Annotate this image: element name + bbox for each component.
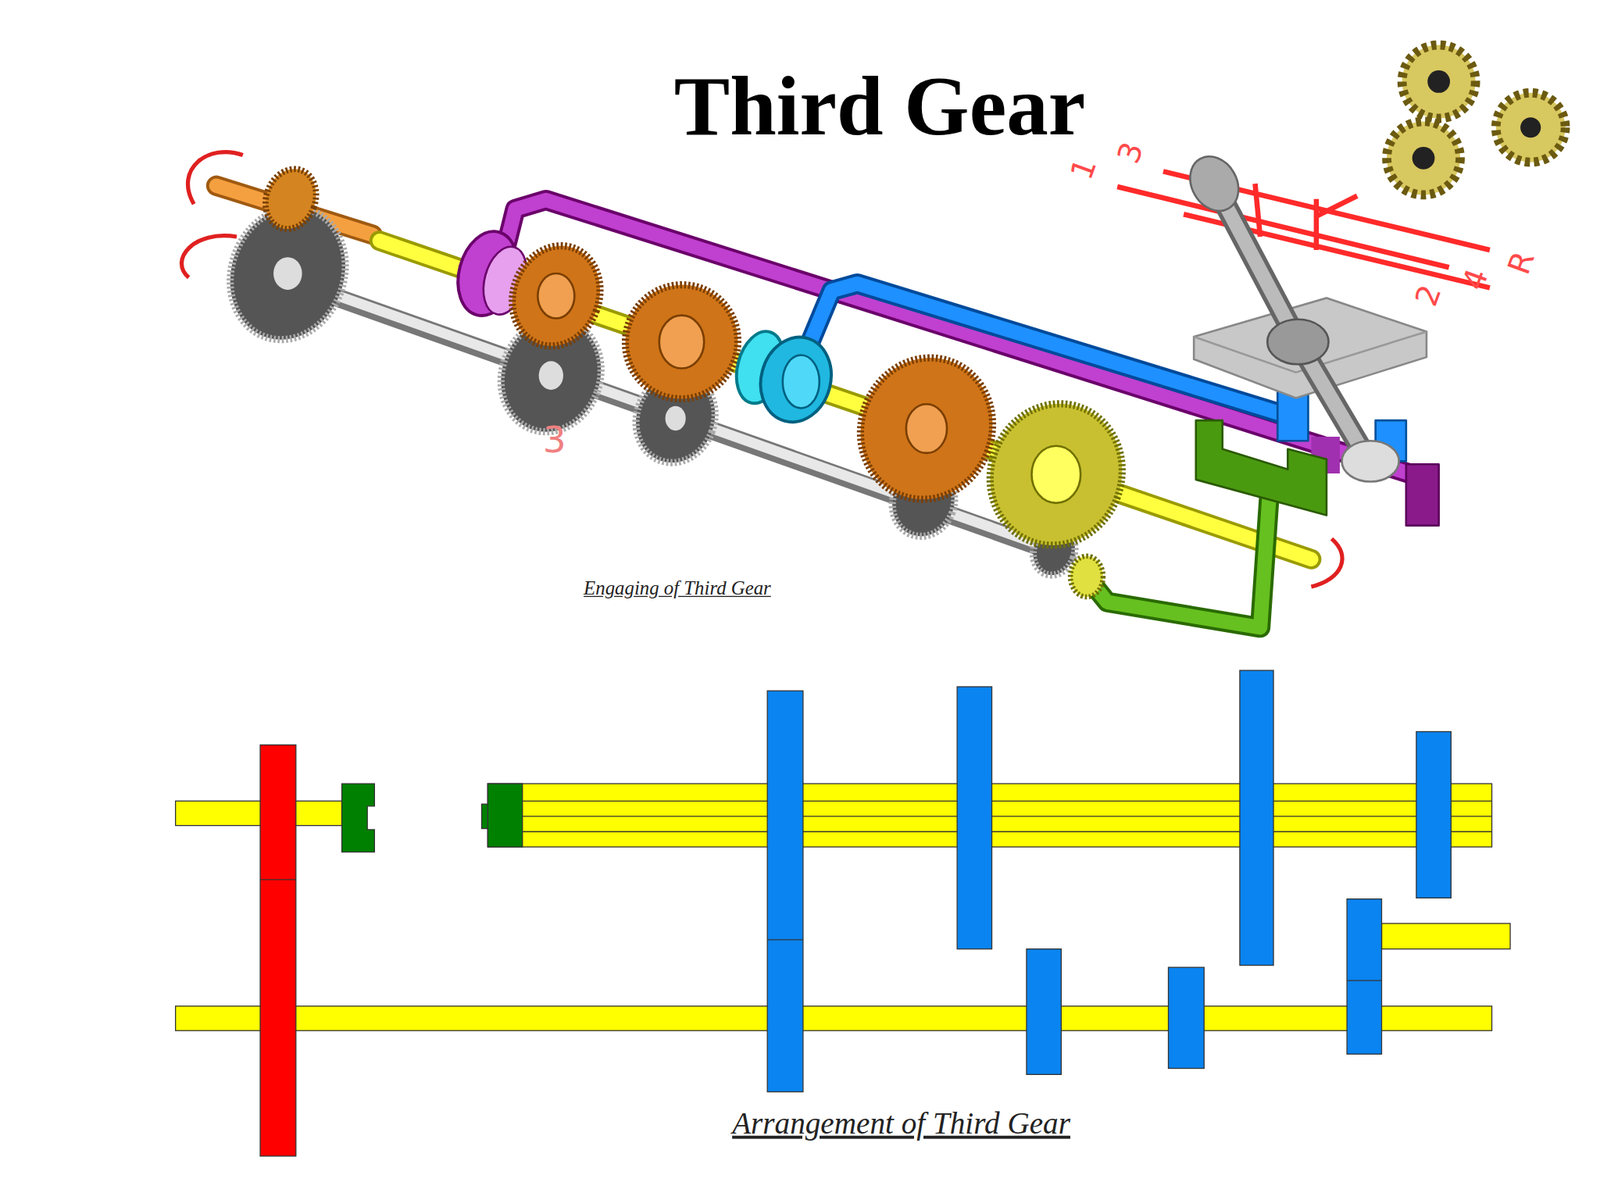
title: Third Gear	[674, 59, 1086, 156]
arrangement-gears	[1026, 949, 1061, 1075]
main-gear	[609, 268, 754, 415]
counter-gear-hub	[273, 257, 303, 290]
gears-icon-hub	[1520, 117, 1541, 138]
rotation-arrow	[181, 152, 1343, 587]
arrangement-gears	[1346, 980, 1382, 982]
gear-callout-number: 3	[542, 418, 567, 461]
arrangement-constant-mesh	[260, 878, 297, 880]
shift-position-label: 2	[1407, 280, 1448, 311]
main-shaft	[216, 185, 1311, 560]
arrangement-shafts	[175, 1006, 1493, 1031]
arrangement-gears	[957, 686, 992, 950]
gear-lever	[1180, 147, 1427, 482]
arrangement-dog-clutch	[342, 783, 523, 853]
main-gear-hub	[537, 273, 947, 454]
arrangement-shaft-lines	[522, 800, 1493, 802]
arrangement-gears	[1239, 670, 1274, 965]
main-gear-hub	[906, 403, 947, 454]
arrangement-shafts	[1381, 923, 1511, 950]
arrangement-constant-mesh	[260, 744, 297, 1156]
arrangement-dog-clutch	[342, 783, 375, 853]
arrangement-gears	[1346, 899, 1382, 1055]
gears-icon-hub	[1412, 70, 1542, 170]
main-gear-hub	[659, 315, 704, 369]
gear-lever	[1180, 147, 1248, 220]
main-gear	[840, 339, 1013, 518]
arrangement-gears	[1168, 967, 1205, 1068]
gears-icon-hub	[1427, 70, 1450, 93]
gears-icon	[1386, 44, 1566, 195]
shift-rod-1-3	[1406, 464, 1440, 525]
main-gear	[498, 233, 615, 359]
arrangement-shafts	[175, 800, 343, 825]
caption: Arrangement of Third Gear	[732, 1106, 1071, 1141]
synchro-collar-2-4	[751, 328, 841, 430]
shift-pattern	[1314, 199, 1320, 250]
arrangement-shafts	[175, 783, 1511, 1031]
gear-lever	[1267, 319, 1329, 365]
arrangement-shaft-lines	[522, 815, 1493, 817]
reverse-gear	[1031, 446, 1081, 504]
arrangement-dog-clutch	[487, 783, 522, 847]
input-gear	[257, 161, 325, 236]
shift-pattern	[1117, 171, 1490, 288]
arrangement-shaft-lines	[522, 800, 1493, 832]
reverse-gear	[970, 385, 1143, 597]
gears-icon-hub	[1412, 146, 1436, 170]
shift-position-label: 4	[1454, 264, 1495, 295]
shift-rod-1-3	[500, 200, 1440, 526]
shift-pattern	[1117, 186, 1449, 268]
main-gear	[498, 233, 1013, 518]
main-gear-hub	[537, 273, 575, 318]
arrangement-gears	[1416, 731, 1451, 898]
synchro-collar-2-4	[782, 355, 820, 409]
arrangement-constant-mesh	[260, 744, 297, 1156]
counter-gear-hub	[665, 406, 686, 431]
arrangement-gears	[767, 690, 804, 1092]
counter-gear	[211, 190, 1082, 581]
counter-gear-hub	[539, 360, 564, 390]
sub-caption: Engaging of Third Gear	[583, 577, 772, 600]
shift-rod-reverse	[1196, 420, 1327, 515]
shift-pattern	[1316, 196, 1358, 217]
reverse-gear	[970, 385, 1143, 565]
arrangement-shaft-lines	[522, 831, 1493, 833]
shift-position-label: R	[1500, 246, 1542, 279]
arrangement-gears	[767, 939, 804, 940]
shift-pattern	[1255, 183, 1261, 237]
gears-icon	[1386, 121, 1461, 195]
arrangement-gears	[767, 670, 1451, 1092]
gears-icon	[1402, 44, 1476, 118]
gear-lever	[1342, 440, 1400, 482]
shift-position-label: 3	[1110, 137, 1150, 168]
reverse-gear	[1070, 556, 1104, 597]
shift-position-label: 1	[1063, 153, 1104, 185]
synchro-collar-2-4	[728, 325, 841, 430]
input-gear	[257, 161, 325, 236]
gears-icon	[1496, 92, 1566, 163]
